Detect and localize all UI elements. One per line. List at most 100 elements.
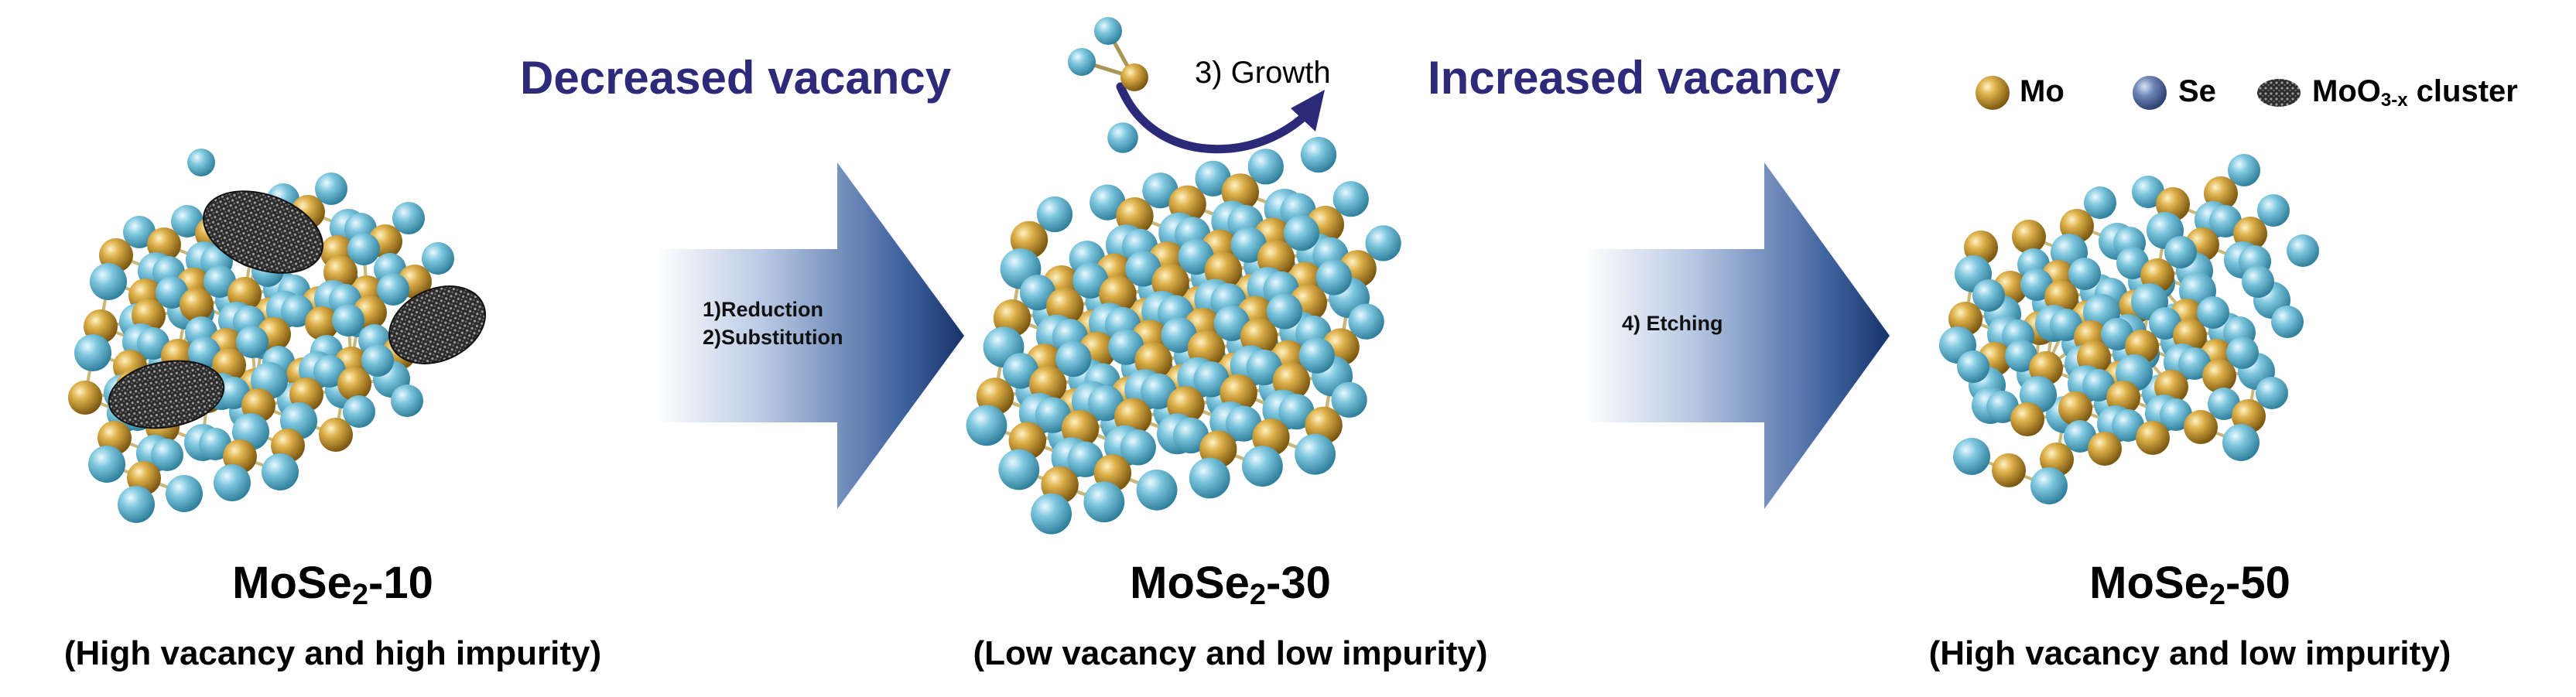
- growth-arrow: [1116, 82, 1311, 154]
- se-atom: [1107, 122, 1138, 153]
- se-atom: [1348, 303, 1384, 340]
- se-atom: [315, 173, 347, 205]
- se-atom: [1067, 441, 1103, 477]
- se-atom: [1136, 470, 1178, 511]
- se-atom: [1019, 275, 1056, 311]
- se-atom: [151, 439, 183, 471]
- se-atom: [1120, 429, 1156, 466]
- moo3-x-cluster: [388, 285, 487, 364]
- mo-atom: [2058, 391, 2092, 425]
- se-atom: [188, 337, 221, 369]
- se-atom: [2005, 340, 2037, 372]
- moo3-x-cluster: [203, 190, 323, 274]
- se-atom: [137, 327, 169, 360]
- se-atom: [1300, 136, 1337, 173]
- se-atom: [2197, 296, 2229, 329]
- se-atom: [2209, 205, 2242, 237]
- se-atom: [123, 216, 156, 248]
- se-atom: [2112, 409, 2144, 442]
- legend-cluster-icon: [2257, 79, 2301, 107]
- growth-se-atom: [1094, 17, 1122, 45]
- se-atom: [2271, 306, 2304, 338]
- se-atom: [1195, 160, 1231, 196]
- mo-atom: [337, 367, 371, 401]
- se-atom: [156, 276, 188, 309]
- etching-step-label: 4) Etching: [1622, 312, 1723, 335]
- growth-mo-atom: [1120, 63, 1148, 91]
- mose2-30-structure: [966, 122, 1401, 535]
- se-atom: [262, 453, 299, 490]
- se-atom: [1142, 173, 1179, 209]
- mose2-10-structure: [68, 149, 487, 523]
- se-atom: [2242, 265, 2274, 298]
- se-atom: [88, 446, 125, 483]
- se-atom: [1295, 433, 1336, 475]
- se-atom: [361, 344, 394, 377]
- se-atom: [1230, 227, 1267, 263]
- se-atom: [2030, 467, 2068, 504]
- se-atom: [236, 326, 269, 358]
- se-atom: [2101, 318, 2133, 350]
- se-atom: [1298, 337, 1335, 374]
- se-atom: [2178, 347, 2211, 380]
- sample-name-mose2-30: MoSe2-30: [1130, 558, 1331, 611]
- se-atom: [1246, 349, 1282, 386]
- se-atom: [1247, 149, 1284, 185]
- increased-vacancy-label: Increased vacancy: [1428, 52, 1841, 104]
- se-atom: [1035, 397, 1071, 433]
- legend-se-icon: [2133, 76, 2167, 110]
- se-atom: [1090, 184, 1126, 220]
- se-atom: [118, 486, 155, 523]
- mo-atom: [319, 418, 353, 452]
- se-atom: [1161, 317, 1197, 354]
- substitution-step-label: 2)Substitution: [703, 326, 843, 349]
- se-atom: [1213, 305, 1250, 341]
- se-atom: [1083, 481, 1125, 523]
- se-atom: [281, 295, 313, 327]
- se-atom: [1242, 446, 1283, 487]
- mo-atom: [2136, 421, 2170, 455]
- se-atom: [74, 334, 111, 371]
- se-atom: [2160, 398, 2192, 431]
- se-atom: [1141, 373, 1177, 409]
- se-atom: [2084, 186, 2116, 219]
- mo-atom: [2012, 220, 2046, 254]
- se-atom: [1125, 251, 1161, 287]
- se-atom: [204, 265, 236, 298]
- se-atom: [1957, 350, 1989, 383]
- se-atom: [1315, 259, 1352, 296]
- se-atom: [1226, 405, 1262, 442]
- se-atom: [2068, 258, 2101, 290]
- mo-atom: [180, 288, 214, 322]
- mose2-50-structure: [1939, 154, 2319, 504]
- se-atom: [391, 384, 423, 417]
- se-atom: [2064, 420, 2096, 453]
- se-atom: [217, 377, 250, 409]
- se-atom: [1002, 353, 1039, 389]
- se-atom: [2228, 154, 2260, 186]
- se-atom: [1172, 417, 1209, 454]
- se-atom: [2208, 388, 2240, 420]
- se-atom: [1178, 238, 1214, 275]
- se-atom: [313, 355, 346, 388]
- se-atom: [1087, 385, 1124, 422]
- se-atom: [998, 449, 1040, 490]
- mo-atom: [2202, 359, 2236, 393]
- mo-atom: [68, 381, 102, 415]
- se-atom: [2082, 369, 2115, 401]
- growth-step-label: 3) Growth: [1195, 56, 1331, 90]
- se-atom: [392, 202, 425, 234]
- mo-atom: [305, 306, 339, 340]
- sample-description-mose2-30: (Low vacancy and low impurity): [973, 634, 1488, 672]
- se-atom: [199, 428, 231, 460]
- se-atom: [966, 405, 1007, 446]
- se-atom: [2132, 176, 2164, 208]
- mo-atom: [2010, 402, 2044, 436]
- se-atom: [1193, 361, 1230, 398]
- se-atom: [343, 395, 375, 428]
- se-atom: [377, 273, 409, 306]
- legend-se-label: Se: [2178, 74, 2216, 108]
- sample-description-mose2-50: (High vacancy and low impurity): [1928, 634, 2451, 672]
- se-atom: [347, 233, 380, 265]
